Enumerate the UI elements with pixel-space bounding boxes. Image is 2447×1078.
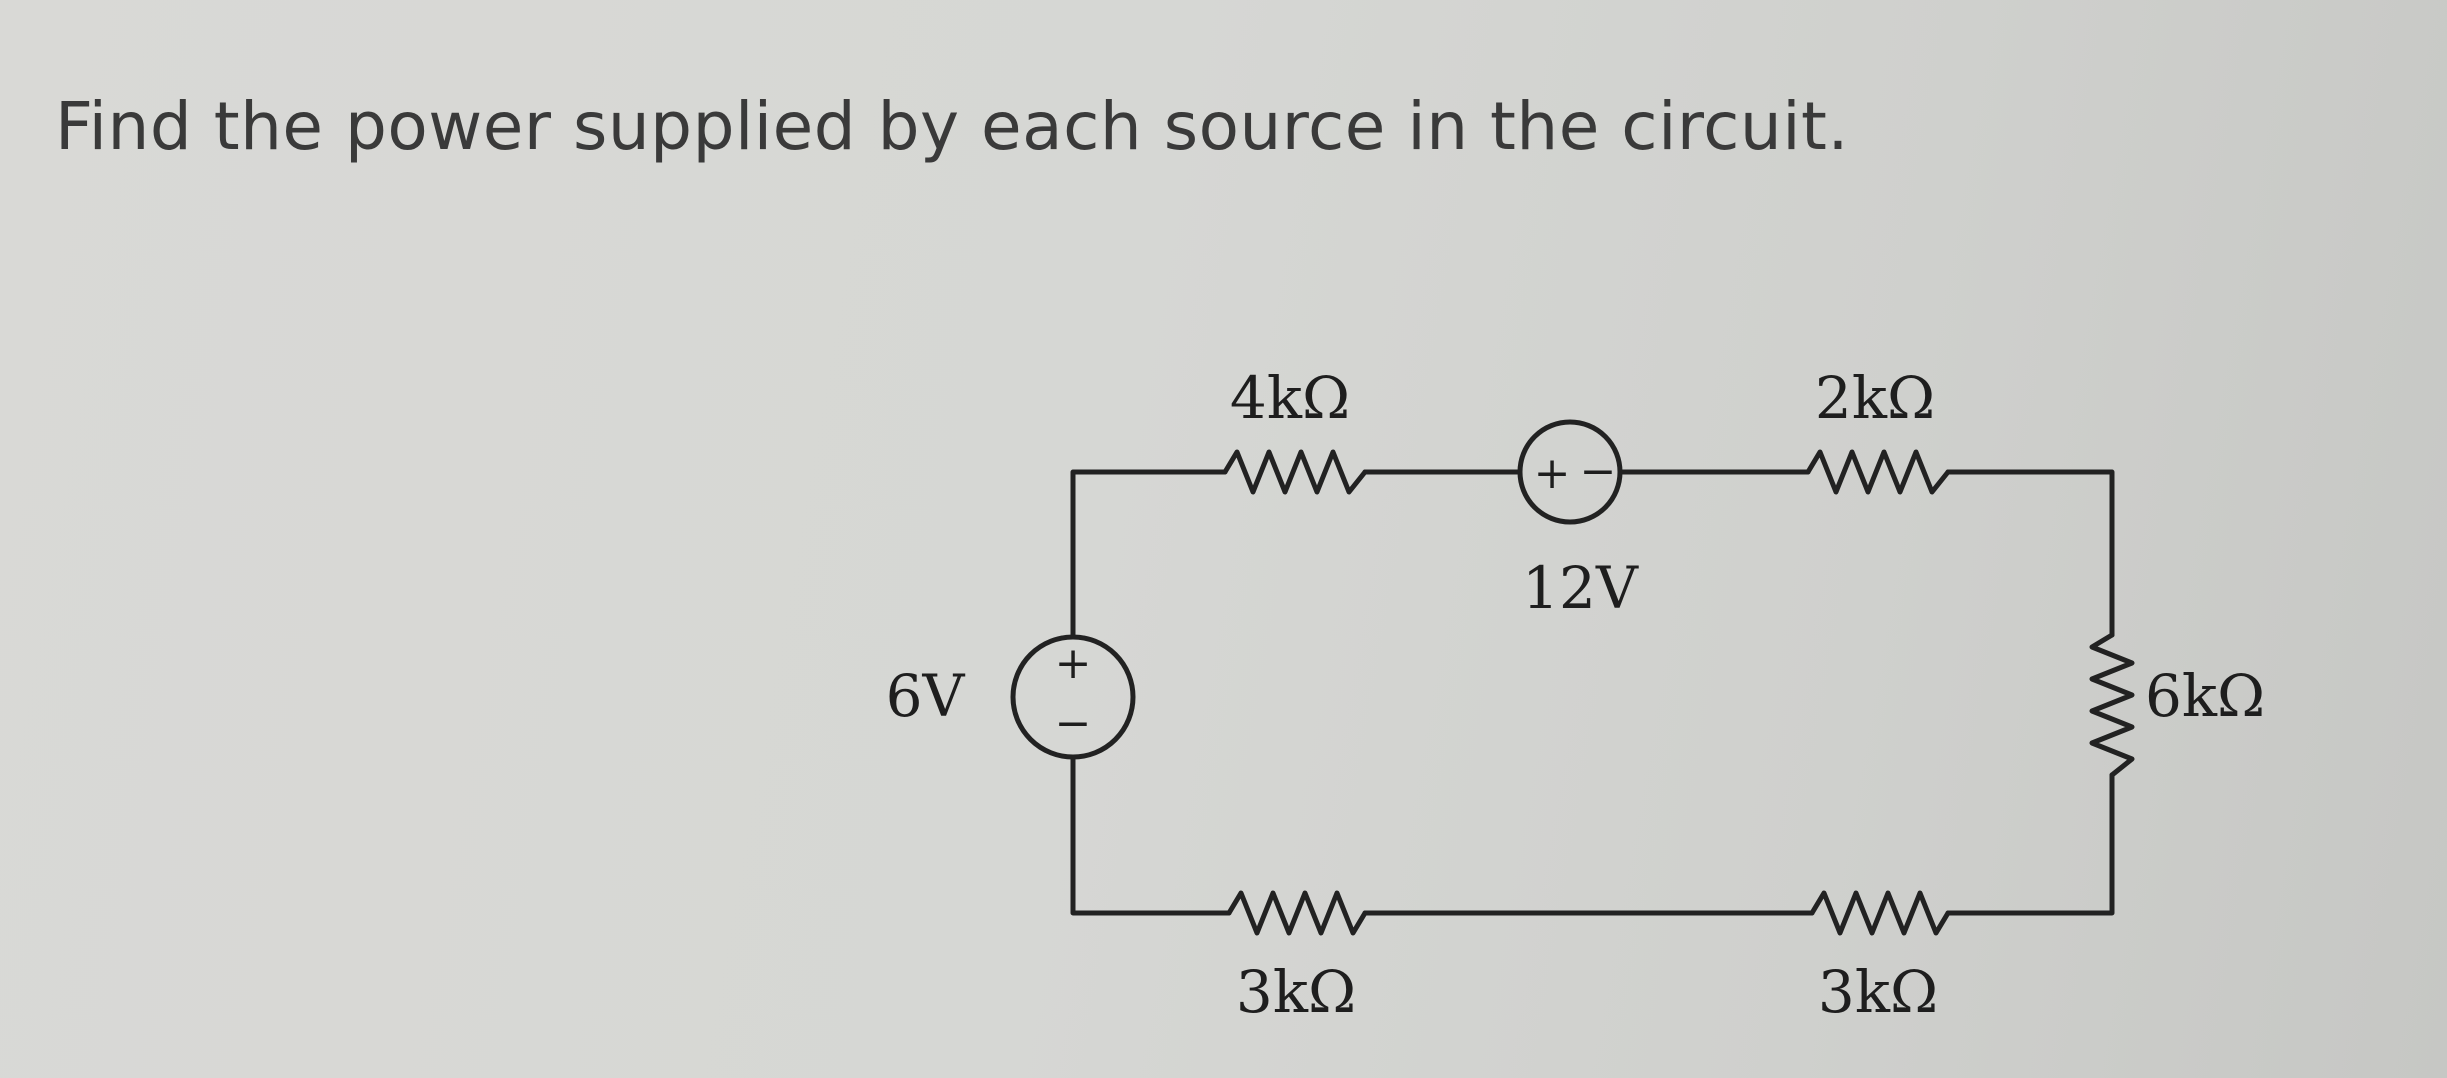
wire-bottom-right: [1945, 772, 2115, 916]
wire-top-right: [1945, 469, 2115, 638]
source-12v-plus: +: [1534, 448, 1571, 499]
label-3k-left: 3kΩ: [1236, 958, 1356, 1026]
wire-left-top: [1070, 469, 1228, 640]
resistor-4k: [1222, 449, 1368, 495]
label-12v: 12V: [1522, 554, 1639, 622]
label-6v: 6V: [886, 662, 966, 730]
source-6v: [1010, 634, 1136, 760]
label-3k-right: 3kΩ: [1818, 958, 1938, 1026]
label-4k: 4kΩ: [1230, 364, 1350, 432]
source-12v-minus: −: [1580, 446, 1617, 497]
label-2k: 2kΩ: [1815, 364, 1935, 432]
source-6v-plus: +: [1055, 638, 1092, 689]
resistor-3k-left: [1226, 890, 1368, 936]
resistor-2k: [1805, 449, 1951, 495]
question-text: Find the power supplied by each source i…: [55, 88, 1849, 165]
source-6v-minus: −: [1055, 698, 1092, 749]
resistor-3k-right: [1809, 890, 1951, 936]
label-6k: 6kΩ: [2145, 662, 2265, 730]
wire-bottom-left: [1070, 754, 1232, 916]
resistor-6k: [2089, 632, 2135, 778]
